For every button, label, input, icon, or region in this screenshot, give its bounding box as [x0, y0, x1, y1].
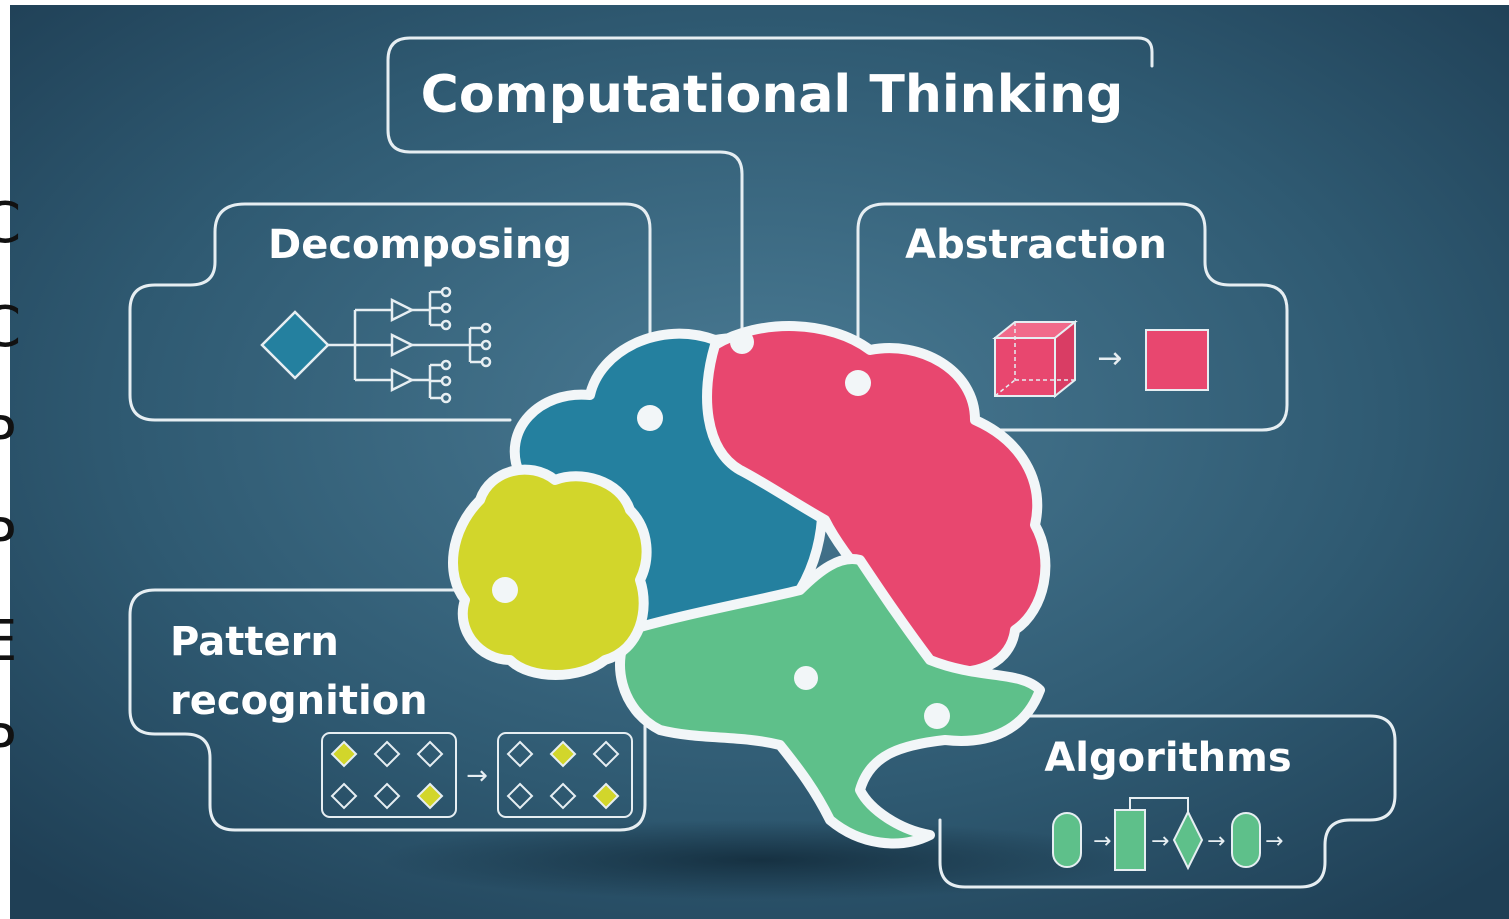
- pattern-diamond: [330, 782, 358, 810]
- edge-glyph: E: [0, 614, 17, 670]
- algorithms-label: Algorithms: [1044, 735, 1291, 781]
- pattern-diamond: [416, 740, 444, 768]
- decomposing-frame: [128, 202, 652, 422]
- edge-glyph: I: [0, 94, 3, 150]
- abstraction-lobe: [702, 321, 1051, 677]
- edge-glyph: P: [0, 718, 16, 774]
- pattern-frame: [128, 588, 647, 832]
- pattern-diamond: [373, 740, 401, 768]
- title-frame: [386, 36, 1154, 342]
- floor-shadow: [380, 820, 1140, 900]
- algorithms-lobe: [615, 554, 1045, 849]
- pattern-label-line1: Pattern: [170, 619, 339, 665]
- flowchart-icon: → → → →: [1052, 797, 1283, 871]
- title-connector-dot: [730, 330, 754, 354]
- pattern-lobe: [448, 464, 652, 680]
- edge-glyph: C: [0, 295, 22, 360]
- svg-text:→: →: [1207, 829, 1225, 854]
- abstraction-label: Abstraction: [905, 222, 1167, 268]
- diagram-title: Computational Thinking: [421, 65, 1124, 125]
- cube-to-square-icon: →: [992, 319, 1209, 399]
- pattern-diamond: [592, 782, 620, 810]
- pattern-arrow: →: [466, 761, 488, 791]
- abstraction-arrow: →: [1097, 341, 1122, 376]
- svg-text:→: →: [1265, 829, 1283, 854]
- pattern-diamond: [506, 740, 534, 768]
- edge-glyph: P: [0, 512, 16, 568]
- decomposing-label: Decomposing: [268, 222, 572, 268]
- pattern-diamond: [592, 740, 620, 768]
- edge-glyph: C: [0, 191, 22, 256]
- pattern-diamond: [549, 740, 577, 768]
- abstraction-frame: [856, 202, 1289, 432]
- edge-glyph: P: [0, 410, 16, 466]
- pattern-diamond: [373, 782, 401, 810]
- algorithms-connector-dot: [924, 703, 950, 729]
- svg-text:→: →: [1093, 829, 1111, 854]
- abstraction-connector-dot: [845, 370, 871, 396]
- brain: [448, 321, 1051, 849]
- center-dot: [794, 666, 818, 690]
- pattern-diamond: [506, 782, 534, 810]
- pattern-diamond: [330, 740, 358, 768]
- pattern-diamond: [416, 782, 444, 810]
- decomposing-connector-dot: [637, 405, 663, 431]
- decomposition-tree-icon: [260, 286, 492, 404]
- pattern-connector-dot: [492, 577, 518, 603]
- pattern-label-line2: recognition: [170, 678, 428, 724]
- pattern-diamond: [549, 782, 577, 810]
- svg-text:→: →: [1151, 829, 1169, 854]
- pattern-grids-icon: →: [321, 732, 633, 818]
- algorithms-frame: [935, 714, 1397, 889]
